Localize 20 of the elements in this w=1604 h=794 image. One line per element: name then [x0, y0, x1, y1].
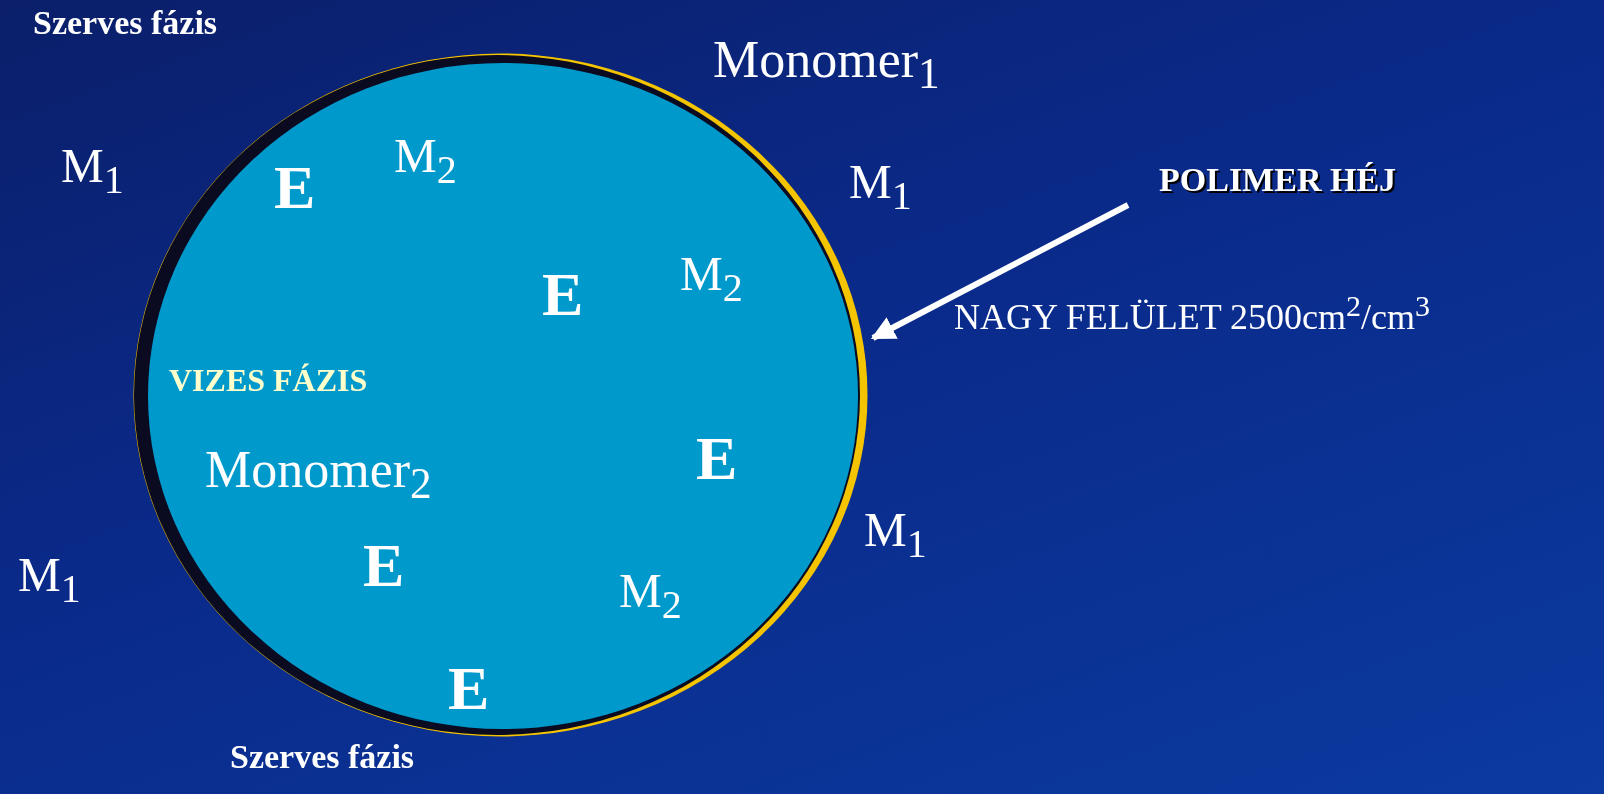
enzyme-label: E	[363, 534, 405, 596]
enzyme-label: E	[696, 427, 738, 489]
phase-label: VIZES FÁZIS	[169, 364, 368, 396]
phase-label: Szerves fázis	[33, 6, 218, 40]
shell-label: POLIMER HÉJ	[1159, 163, 1397, 197]
enzyme-label: E	[448, 657, 490, 719]
enzyme-label: E	[542, 263, 584, 325]
monomer-label: M$_{2}$	[619, 567, 682, 625]
monomer-label: Monomer$_{1}$	[713, 34, 940, 96]
enzyme-label: E	[274, 156, 316, 218]
monomer-label: M$_{1}$	[849, 158, 912, 216]
monomer-label: M$_{1}$	[864, 506, 927, 564]
leader-arrow	[870, 202, 1130, 341]
monomer-label: M$_{2}$	[680, 250, 743, 308]
monomer-label: M$_{2}$	[394, 132, 457, 190]
monomer-label: M$_{1}$	[61, 142, 124, 200]
phase-label: Szerves fázis	[230, 740, 415, 774]
monomer-label: M$_{1}$	[18, 551, 81, 609]
surface-area-label: NAGY FELÜLET 2500cm$^{2}$/cm$^{3}$	[954, 291, 1430, 335]
monomer-label: Monomer$_{2}$	[205, 444, 432, 506]
